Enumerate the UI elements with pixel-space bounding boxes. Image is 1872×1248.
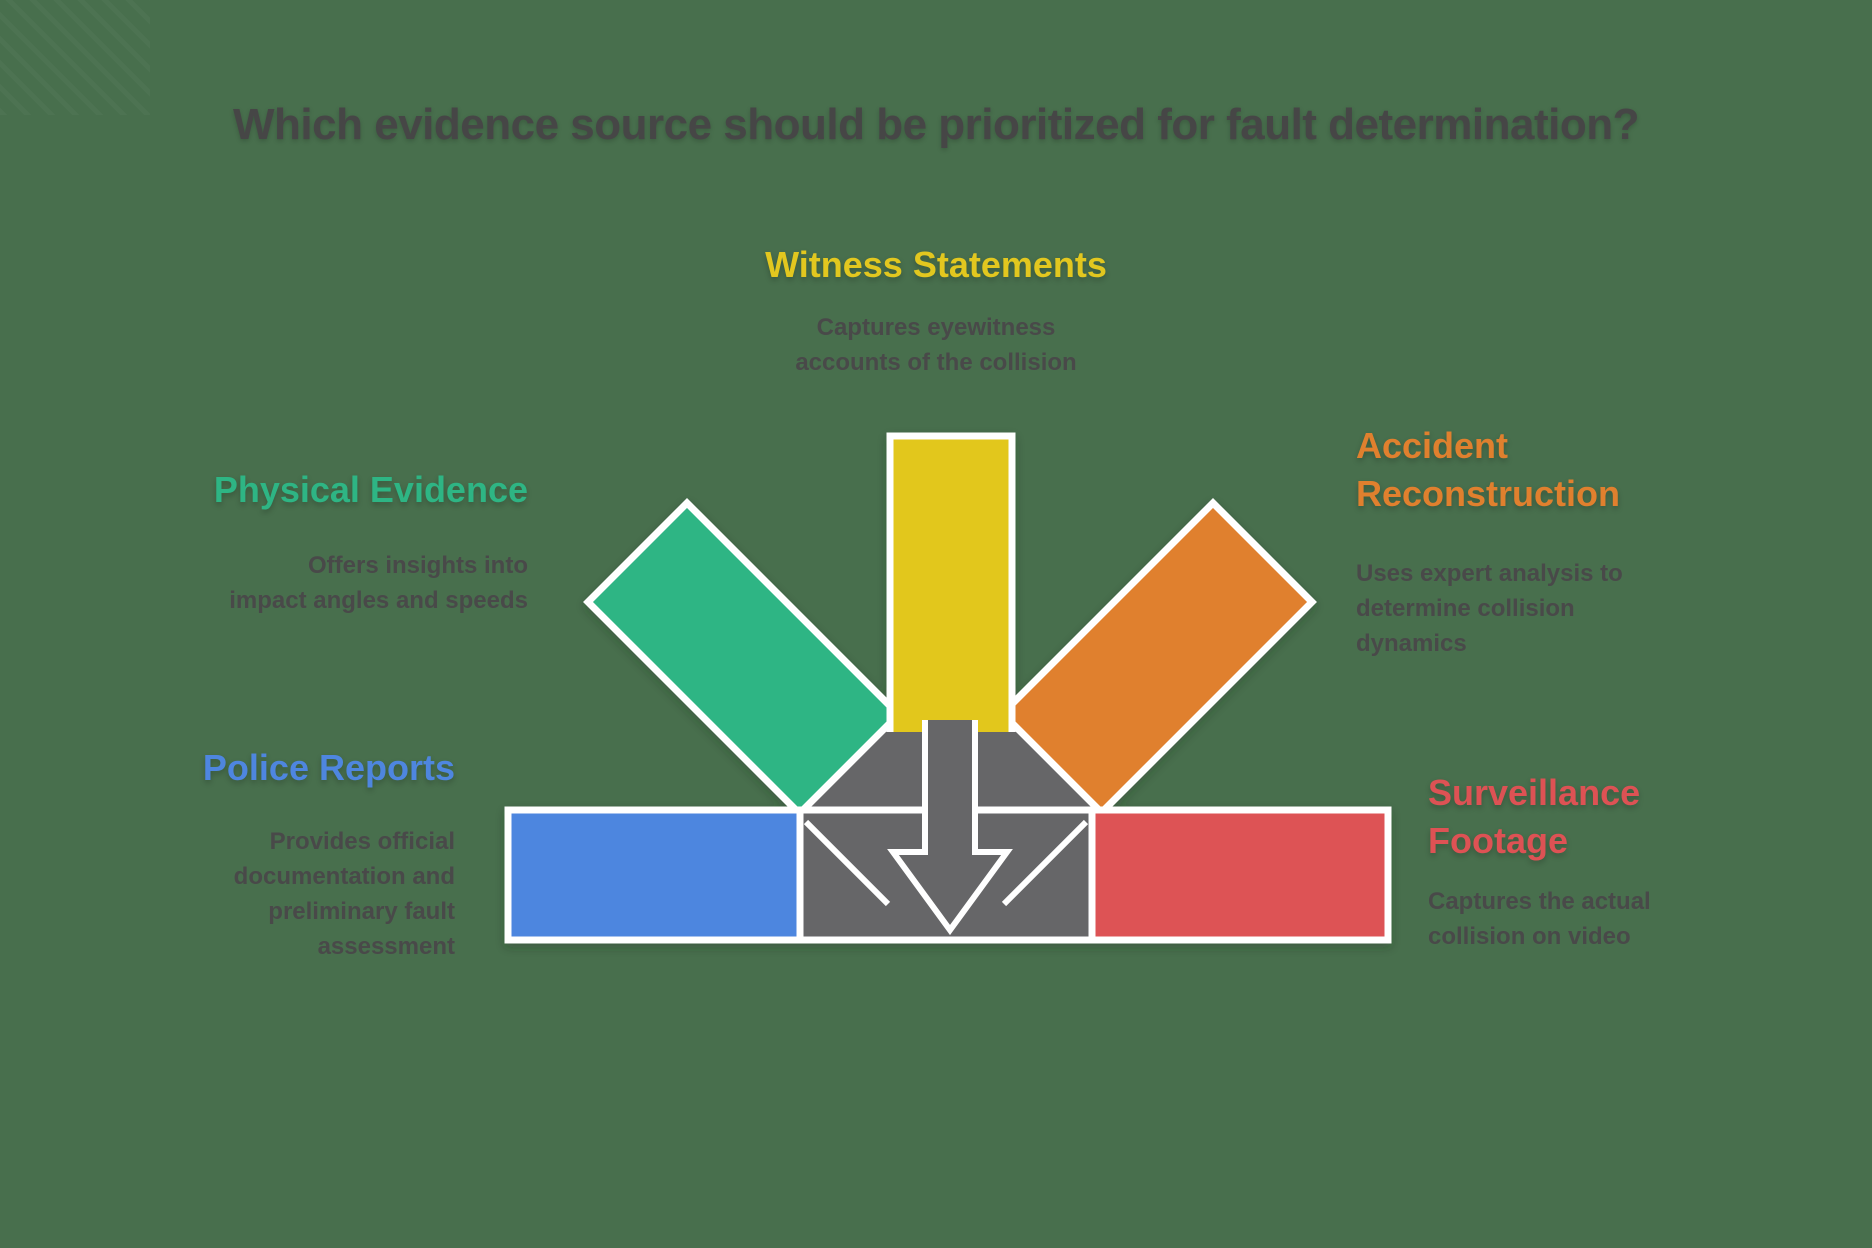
surveillance-footage-arrow (1088, 806, 1392, 944)
accident-reconstruction-label: Accident Reconstruction (1356, 425, 1621, 514)
witness-statements-label: Witness Statements (765, 244, 1107, 285)
police-reports-description: Provides official documentation and prel… (233, 828, 455, 960)
witness-statements-arrow (886, 432, 1016, 732)
police-reports-arrow (504, 806, 804, 944)
witness-statements-description: Captures eyewitness accounts of the coll… (795, 314, 1077, 376)
accident-reconstruction-description: Uses expert analysis to determine collis… (1356, 560, 1623, 657)
merge-chevron-lines (803, 819, 1089, 907)
surveillance-footage-description: Captures the actual collision on video (1428, 888, 1651, 950)
merge-roof-edges (793, 721, 1109, 820)
page-title: Which evidence source should be prioriti… (233, 100, 1639, 149)
down-arrow (887, 720, 1013, 936)
physical-evidence-label: Physical Evidence (213, 469, 528, 510)
police-reports-label: Police Reports (202, 747, 455, 788)
surveillance-footage-label: Surveillance Footage (1428, 772, 1641, 861)
corner-streak-texture (0, 0, 150, 115)
physical-evidence-description: Offers insights into impact angles and s… (229, 552, 528, 614)
